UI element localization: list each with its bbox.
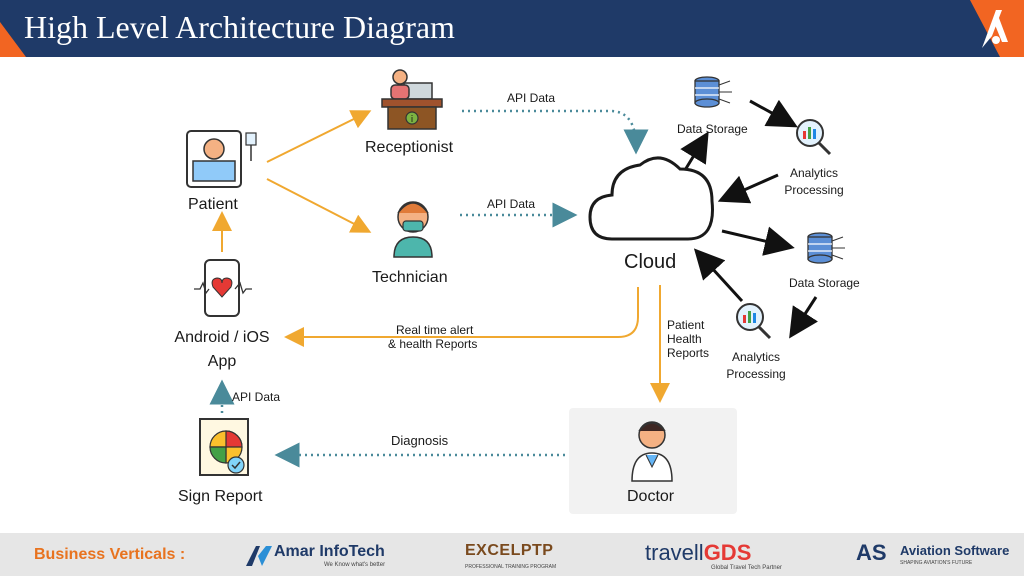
arrow-analytics2-cloud — [693, 248, 744, 303]
app-label-line2: App — [207, 353, 237, 370]
aviation-tagline: SHAPING AVIATION'S FUTURE — [900, 560, 973, 566]
receptionist-label: Receptionist — [365, 139, 454, 156]
footer-bar: Business Verticals : Amar InfoTech We Kn… — [0, 533, 1024, 576]
travellgds-name-part2: GDS — [703, 540, 752, 565]
brand-aviation-software[interactable]: AS Aviation Software SHAPING AVIATION'S … — [856, 540, 1021, 570]
arrow-patient-receptionist — [266, 110, 372, 163]
technician-icon — [393, 201, 433, 258]
arrow-patient-technician — [266, 178, 372, 233]
edge-label-cloud-doctor-line2: Health — [667, 332, 702, 346]
architecture-diagram: i — [0, 57, 1024, 533]
arrow-cloud-app — [284, 287, 639, 347]
header-bar: High Level Architecture Diagram — [0, 0, 1024, 57]
analytics-label-2-line2: Processing — [726, 367, 786, 381]
analytics-icon-1 — [796, 119, 832, 156]
sign-report-label: Sign Report — [178, 488, 263, 505]
doctor-icon — [631, 421, 673, 482]
header-accent — [0, 22, 26, 57]
business-verticals-label: Business Verticals : — [34, 546, 186, 563]
data-storage-label-1: Data Storage — [677, 122, 748, 136]
database-icon-1 — [694, 76, 732, 108]
receptionist-icon: i — [381, 69, 443, 130]
aviation-mark: AS — [856, 540, 887, 565]
aviation-name: Aviation Software — [900, 543, 1010, 558]
travellgds-tagline: Global Travel Tech Partner — [711, 565, 782, 571]
database-icon-2 — [807, 232, 845, 264]
brand-excelptp[interactable]: EXCELPTP PROFESSIONAL TRAINING PROGRAM — [463, 540, 557, 570]
doctor-label: Doctor — [627, 488, 675, 505]
arrow-receptionist-cloud — [462, 109, 649, 155]
brand-travellgds[interactable]: travellGDS Global Travel Tech Partner — [645, 540, 782, 571]
travellgds-name: travellGDS — [645, 540, 751, 566]
edge-label-receptionist-cloud: API Data — [507, 91, 556, 105]
sign-report-icon — [199, 418, 249, 476]
phone-app-icon — [194, 259, 252, 317]
edge-label-technician-cloud: API Data — [487, 197, 536, 211]
excelptp-name: EXCELPTP — [465, 542, 554, 559]
diagram-canvas: i — [186, 69, 845, 482]
edge-label-cloud-app-line2: & health Reports — [388, 337, 478, 351]
analytics-label-1-line1: Analytics — [789, 166, 839, 180]
excelptp-tagline: PROFESSIONAL TRAINING PROGRAM — [465, 564, 557, 570]
analytics-icon-2 — [736, 303, 772, 340]
data-storage-label-2: Data Storage — [789, 276, 860, 290]
technician-label: Technician — [372, 269, 448, 286]
arrow-storage2-analytics2 — [789, 296, 819, 339]
brand-logo — [952, 0, 1024, 57]
svg-text:i: i — [411, 115, 414, 125]
amar-tagline: We Know what's better — [324, 562, 386, 568]
arrow-cloud-storage2 — [721, 226, 795, 256]
amar-logo-icon — [246, 546, 272, 566]
arrow-analytics1-cloud — [717, 173, 779, 204]
edge-label-report-app: API Data — [232, 390, 281, 404]
arrow-storage1-analytics1 — [749, 99, 798, 128]
travellgds-name-part1: travell — [645, 540, 704, 565]
app-label-line1: Android / iOS — [174, 329, 270, 346]
amar-name: Amar InfoTech — [274, 543, 385, 560]
patient-label: Patient — [188, 196, 238, 213]
analytics-label-2-line1: Analytics — [731, 350, 781, 364]
cloud-label: Cloud — [624, 251, 677, 273]
edge-label-cloud-doctor-line1: Patient — [667, 318, 705, 332]
brand-amar-infotech[interactable]: Amar InfoTech We Know what's better — [244, 540, 386, 570]
page-title: High Level Architecture Diagram — [24, 9, 455, 45]
patient-icon — [186, 130, 257, 188]
edge-label-doctor-report: Diagnosis — [391, 433, 449, 448]
analytics-label-1-line2: Processing — [784, 183, 844, 197]
edge-label-cloud-doctor-line3: Reports — [667, 346, 710, 360]
cloud-icon — [588, 156, 714, 241]
edge-label-cloud-app-line1: Real time alert — [396, 323, 474, 337]
